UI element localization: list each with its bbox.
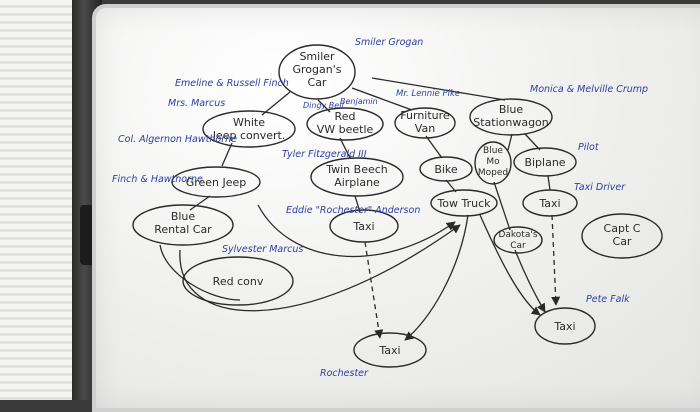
node-taxi-1: Taxi	[329, 209, 399, 243]
label: Sylvester Marcus	[222, 244, 303, 255]
node-line: Van	[415, 122, 435, 135]
node-twin-beech: Twin Beech Airplane	[310, 157, 404, 197]
node-line: Rental Car	[154, 223, 212, 236]
node-blue-moped: Blue Mo Moped	[474, 141, 512, 185]
label: Col. Algernon Hawthorne	[118, 134, 237, 145]
label: Smiler Grogan	[355, 37, 423, 48]
node-outline	[581, 213, 663, 259]
node-line: Taxi	[378, 344, 400, 357]
node-red-conv: Red conv	[182, 256, 294, 306]
node-line: Blue	[483, 146, 503, 156]
node-line: VW beetle	[317, 123, 374, 136]
node-outline	[430, 189, 498, 217]
node-smiler-car: Smiler Grogan's Car	[278, 44, 356, 100]
node-tow-truck: Tow Truck	[430, 189, 498, 217]
label: Monica & Melville Crump	[530, 84, 648, 95]
node-taxi-4: Taxi	[534, 307, 596, 345]
node-outline	[419, 156, 473, 182]
node-blue-rental: Blue Rental Car	[132, 204, 234, 246]
label: Pilot	[578, 142, 600, 153]
node-line: Smiler	[299, 50, 335, 63]
label: Mrs. Marcus	[168, 98, 225, 109]
node-outline	[171, 166, 261, 198]
node-outline	[329, 209, 399, 243]
node-outline	[493, 226, 543, 254]
node-outline	[278, 44, 356, 100]
node-outline	[394, 107, 456, 139]
character-labels: Smiler Grogan Emeline & Russell Finch Mr…	[112, 37, 648, 379]
label: Emeline & Russell Finch	[175, 78, 289, 89]
node-line: Car	[510, 241, 526, 251]
node-line: Taxi	[538, 197, 560, 210]
node-outline	[513, 147, 577, 177]
node-outline	[306, 107, 384, 141]
node-line: Blue	[499, 103, 524, 116]
node-outline	[202, 110, 296, 148]
node-line: White	[233, 116, 265, 129]
node-line: Tow Truck	[436, 197, 491, 210]
node-line: Biplane	[524, 156, 565, 169]
node-taxi-3: Taxi	[353, 332, 427, 368]
label: Eddie "Rochester" Anderson	[286, 205, 420, 216]
node-line: Bike	[434, 163, 458, 176]
node-line: Taxi	[553, 320, 575, 333]
node-dakota-car: Dakota's Car	[493, 226, 543, 254]
label: Pete Falk	[586, 294, 630, 305]
node-line: Mo	[486, 157, 500, 167]
node-outline	[522, 189, 578, 217]
node-red-vw: Red VW beetle	[306, 107, 384, 141]
label: Taxi Driver	[574, 182, 626, 193]
node-line: Green Jeep	[186, 176, 247, 189]
node-line: Furniture	[400, 109, 450, 122]
node-line: Red	[335, 110, 356, 123]
node-line: Taxi	[352, 220, 374, 233]
node-outline	[132, 204, 234, 246]
node-outline	[353, 332, 427, 368]
label: Mr. Lennie Pike	[396, 89, 460, 99]
node-green-jeep: Green Jeep	[171, 166, 261, 198]
whiteboard-drawing: Smiler Grogan's Car White Jeep convert. …	[112, 37, 663, 379]
node-line: Jeep convert.	[212, 129, 286, 142]
label: Dingy Bell	[303, 101, 344, 110]
node-line: Stationwagon	[473, 116, 549, 129]
label: Rochester	[320, 368, 369, 379]
node-line: Twin Beech	[325, 163, 388, 176]
label: Tyler Fitzgerald III	[282, 149, 367, 160]
node-line: Car	[613, 235, 632, 248]
node-outline	[469, 98, 553, 136]
node-white-jeep: White Jeep convert.	[202, 110, 296, 148]
node-line: Grogan's	[293, 63, 342, 76]
node-blue-wagon: Blue Stationwagon	[469, 98, 553, 136]
node-outline	[182, 256, 294, 306]
node-line: Blue	[171, 210, 196, 223]
label: Finch & Hawthorne	[112, 174, 203, 185]
node-line: Red conv	[213, 275, 264, 288]
node-outline	[474, 141, 512, 185]
node-line: Moped	[478, 168, 508, 178]
node-furniture-van: Furniture Van	[394, 107, 456, 139]
label: Benjamin	[340, 97, 378, 106]
node-outline	[534, 307, 596, 345]
node-capt-car: Capt C Car	[581, 213, 663, 259]
node-line: Car	[308, 76, 327, 89]
node-outline	[310, 157, 404, 197]
node-line: Capt C	[604, 222, 641, 235]
node-line: Dakota's	[498, 230, 537, 240]
node-taxi-2: Taxi	[522, 189, 578, 217]
connector-lines	[159, 77, 561, 341]
node-line: Airplane	[334, 176, 380, 189]
node-bike: Bike	[419, 156, 473, 182]
node-biplane: Biplane	[513, 147, 577, 177]
